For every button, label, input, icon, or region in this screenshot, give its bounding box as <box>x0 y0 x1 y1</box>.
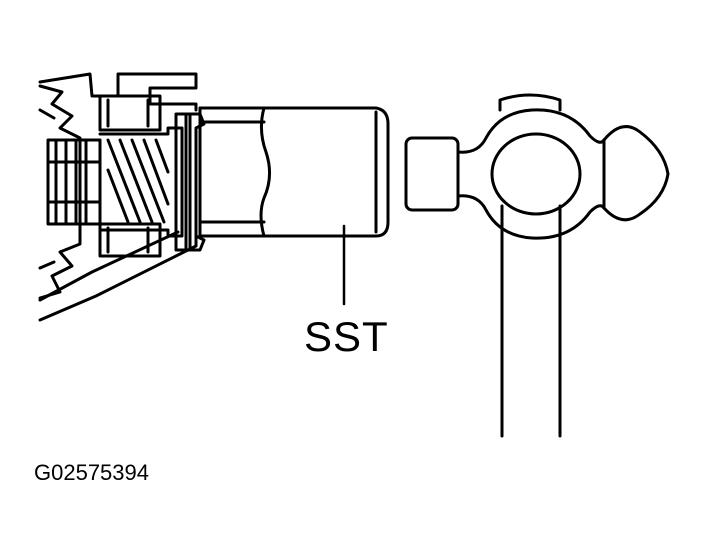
figure-code: G02575394 <box>34 460 149 485</box>
hammer <box>404 93 670 438</box>
sst-label: SST <box>304 313 389 360</box>
gear-housing <box>38 72 206 322</box>
sst-tool-body <box>198 106 390 238</box>
